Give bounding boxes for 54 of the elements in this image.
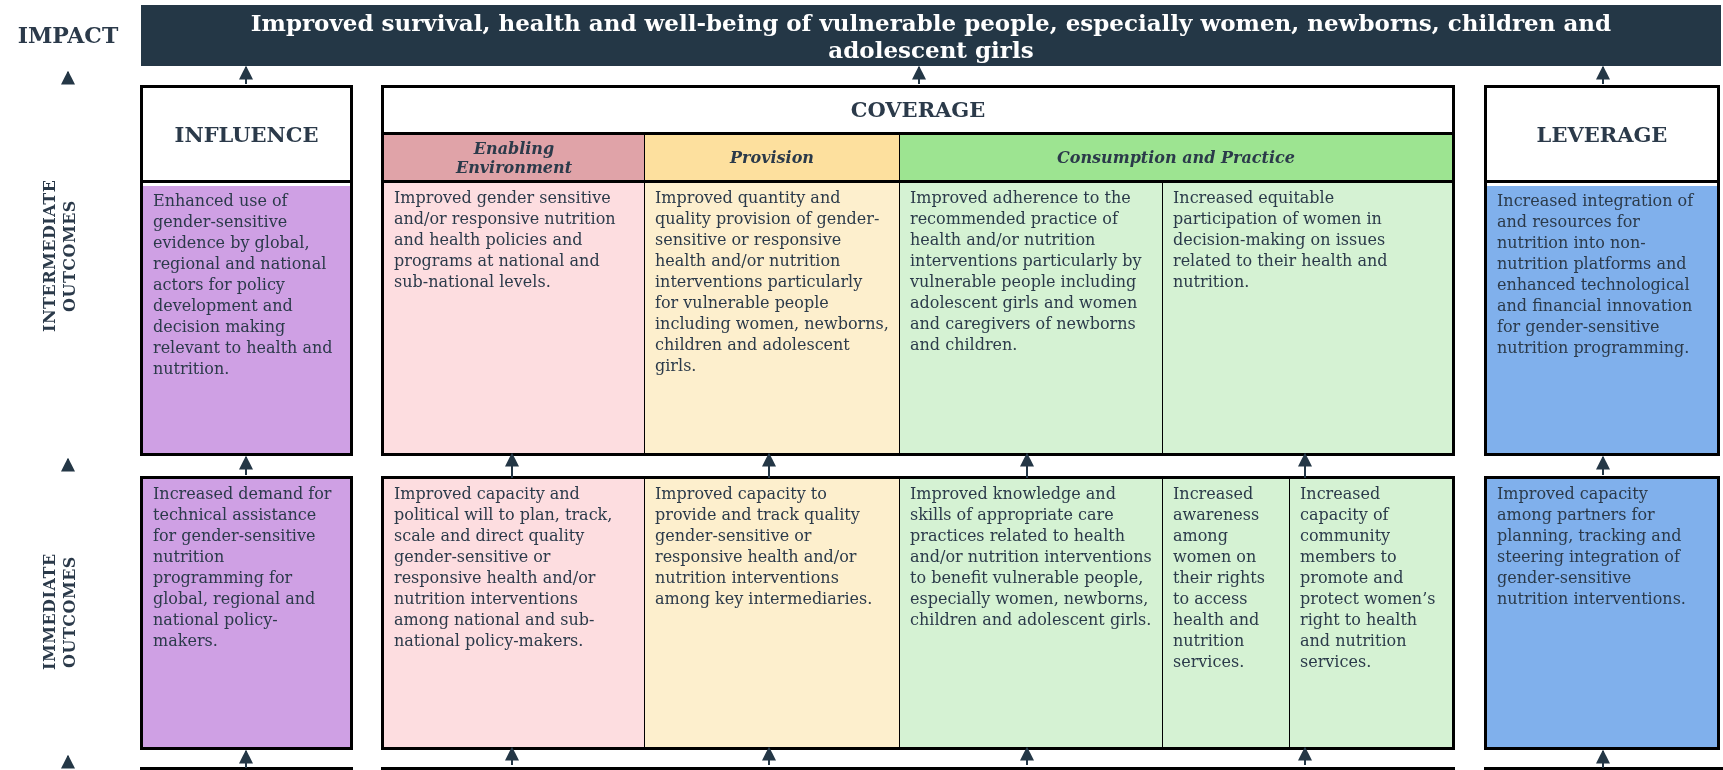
category-header: Enabling Environment <box>384 132 644 183</box>
outcome-text: Increased equitable participation of women in decision-making on issues related to their health and nutrition. <box>1173 187 1389 292</box>
outcome-text: Improved gender sensitive and/or responsive nutrition and health policies and programs at national and sub-national levels. <box>394 187 617 292</box>
outcome-text: Improved capacity and political will to plan, track, scale and direct quality gender-sensitive or responsive health and/or nutrition interventions among national and sub-national policy-makers. <box>394 483 614 651</box>
outcome-panel <box>899 479 1162 747</box>
outcome-panel <box>140 476 353 750</box>
outcome-panel <box>1162 479 1289 747</box>
arrow <box>1596 749 1610 769</box>
category-header: Consumption and Practice <box>899 132 1452 183</box>
arrow <box>912 65 926 85</box>
outcome-panel <box>644 479 899 747</box>
arrow <box>239 749 253 769</box>
outcome-column <box>140 85 353 456</box>
group-heading: COVERAGE <box>849 96 987 124</box>
arrow <box>505 452 519 479</box>
outcome-panel <box>384 479 644 747</box>
arrow <box>762 746 776 766</box>
outcome-panel <box>644 183 899 453</box>
outcome-panel <box>1162 183 1452 453</box>
row-label: IMMEDIATE OUTCOMES <box>40 552 80 673</box>
outcome-group-box <box>381 476 1455 750</box>
row-label: IMPACT <box>16 21 120 50</box>
column-heading: LEVERAGE <box>1536 121 1668 147</box>
outcome-panel <box>384 183 644 453</box>
outcome-panel <box>1289 479 1452 747</box>
category-header: Provision <box>644 132 899 183</box>
outcome-text: Increased capacity of community members to promote and protect women’s right to health and nutrition services. <box>1300 483 1437 672</box>
outcome-panel <box>899 183 1162 453</box>
outcome-text: Increased demand for technical assistance for gender-sensitive nutrition programming for global, regional and national policy-makers. <box>153 483 333 651</box>
arrow <box>1020 452 1034 479</box>
row-label: INTERMEDIATE OUTCOMES <box>40 178 80 335</box>
outcome-text: Increased integration of and resources for nutrition into non-nutrition platforms and enhanced technological and financial innovation for gender-sensitive nutrition programming. <box>1497 190 1695 358</box>
outcome-text: Improved adherence to the recommended practice of health and/or nutrition interventions particularly by vulnerable people including adolescent girls and women and caregivers of newborns and children. <box>910 187 1143 355</box>
outcome-text: Improved capacity among partners for planning, tracking and steering integration of gender-sensitive nutrition interventions. <box>1497 483 1687 609</box>
arrow <box>239 455 253 476</box>
arrow <box>1020 746 1034 766</box>
outcome-text: Enhanced use of gender-sensitive evidence by global, regional and national actors for policy development and decision making relevant to health and nutrition. <box>153 190 334 379</box>
arrow <box>762 452 776 479</box>
arrow <box>1596 65 1610 85</box>
impact-statement: Improved survival, health and well-being of vulnerable people, especially women, newborns, children and adolescent girls <box>249 8 1613 63</box>
arrow <box>1298 452 1312 479</box>
arrow <box>239 65 253 85</box>
outcome-text: Improved quantity and quality provision of gender-sensitive or responsive health and/or nutrition interventions particularly for vulnerable people including women, newborns, children and adolescent girls. <box>655 187 889 376</box>
arrow <box>1596 455 1610 476</box>
arrow <box>1298 746 1312 766</box>
coverage-group-box <box>381 85 1455 456</box>
outcome-column <box>1484 85 1720 456</box>
column-heading: INFLUENCE <box>174 121 319 147</box>
outcome-panel <box>1484 476 1720 750</box>
outcome-text: Improved capacity to provide and track quality gender-sensitive or responsive health and/or nutrition interventions among key intermediaries. <box>655 483 874 609</box>
arrow <box>505 746 519 766</box>
outcome-text: Increased awareness among women on their rights to access health and nutrition services. <box>1173 483 1266 672</box>
impact-banner <box>141 5 1721 66</box>
outcome-text: Improved knowledge and skills of appropriate care practices related to health and/or nutrition interventions to benefit vulnerable people, especially women, newborns, children and adolescent girls. <box>910 483 1152 630</box>
